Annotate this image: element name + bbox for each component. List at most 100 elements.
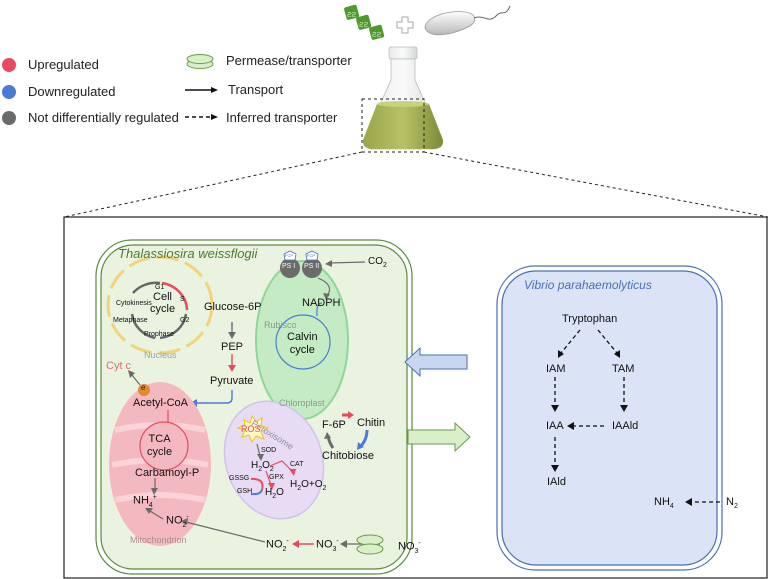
f-6p: F-6P — [322, 419, 346, 431]
chloroplast-label: Chloroplast — [279, 398, 325, 408]
carbamoyl-p: Carbamoyl-P — [135, 467, 200, 479]
legend-upregulated: Upregulated — [28, 57, 99, 72]
mitochondrion-label: Mitochondrion — [130, 535, 187, 545]
ros-burst-icon — [236, 414, 270, 444]
co2-external: CO2 — [368, 256, 387, 269]
chitin: Chitin — [357, 417, 386, 429]
tca-cycle: TCA cycle — [147, 433, 172, 459]
detail-frame — [63, 216, 768, 579]
vibrio-name: Vibrio parahaemolyticus — [524, 278, 652, 292]
vibrio-cell — [496, 265, 723, 571]
tca-line2: cycle — [147, 446, 173, 458]
pep: PEP — [221, 341, 244, 353]
ps1-label: PS I — [282, 263, 296, 270]
pyruvate: Pyruvate — [210, 375, 254, 387]
gsh: GSH — [237, 488, 253, 495]
co2-subscript: 2 — [383, 262, 387, 269]
nadph: NADPH — [302, 297, 341, 309]
upregulated-dot-icon — [2, 58, 16, 72]
glucose-6p: Glucose-6P — [204, 301, 262, 313]
cat: CAT — [290, 461, 304, 468]
calvin-cycle: Calvin cycle — [287, 331, 318, 357]
legend-symbols — [185, 54, 218, 120]
h2o: H2O — [265, 487, 284, 500]
phase-s: S — [180, 296, 185, 303]
cell-cycle-line2: cycle — [150, 303, 176, 315]
svg-text:ϩϩ: ϩϩ — [359, 22, 369, 29]
dashed-arrow-icon — [185, 114, 218, 120]
tryptophan: Tryptophan — [562, 313, 618, 325]
phase-g1: G1 — [155, 284, 165, 291]
diatom-cells-icon: ϩϩ ϩϩ ϩϩ — [344, 4, 385, 40]
nh4-vibrio: NH4 — [654, 496, 674, 511]
exchange-arrow-to-diatom-icon — [404, 346, 468, 378]
n2-vibrio: N2 — [726, 496, 738, 511]
transporter-icon — [356, 534, 384, 555]
rubisco: Rubisco — [264, 320, 297, 330]
ps2-label: PS II — [304, 263, 320, 270]
nh4-vibrio-text: NH — [654, 496, 670, 508]
legend-not-regulated: Not differentially regulated — [28, 110, 179, 125]
fcp-label-1: FCP — [285, 253, 293, 258]
tam: TAM — [612, 363, 635, 375]
ps1-icon — [280, 258, 300, 278]
fcp-label-2: FCP — [307, 253, 315, 258]
nucleus — [106, 255, 214, 355]
no2-sup: - — [186, 514, 189, 521]
no2-cytosol: NO2- — [266, 538, 289, 553]
calvin-line1: Calvin — [287, 331, 318, 343]
no2-mito: NO2- — [166, 514, 189, 529]
solid-arrow-icon — [185, 87, 218, 93]
bacterium-icon — [424, 5, 511, 36]
fcp-icon — [305, 250, 319, 261]
h2o2-text: H — [251, 460, 259, 471]
no3-external-text: NO — [398, 540, 415, 553]
svg-text:ϩϩ: ϩϩ — [372, 32, 382, 39]
nh4-mito: NH4+ — [133, 494, 157, 509]
mitochondrion — [109, 370, 211, 546]
plus-icon — [396, 16, 414, 34]
downregulated-dot-icon — [2, 85, 16, 99]
flask-icon — [362, 46, 444, 150]
nucleus-label: Nucleus — [144, 350, 177, 360]
calvin-line2: cycle — [289, 344, 315, 356]
legend-permease: Permease/transporter — [226, 53, 352, 68]
sod: SOD — [261, 447, 277, 454]
no2-sub: 2 — [182, 521, 187, 529]
phase-prophase: Prophase — [144, 331, 174, 338]
no3-external: NO3- — [398, 540, 421, 555]
cell-cycle-label: Cell cycle — [150, 291, 175, 315]
iaa: IAA — [546, 420, 564, 432]
phase-cytokinesis: Cytokinesis — [116, 300, 152, 307]
nh4-sup: + — [152, 494, 157, 501]
legend-transport: Transport — [228, 82, 284, 97]
cyt-c: Cyt c — [106, 360, 132, 372]
gssg: GSSG — [229, 475, 250, 482]
vibrio-pathway-arrows — [554, 329, 720, 503]
fcp-icon — [283, 250, 297, 261]
chitobiose: Chitobiose — [322, 450, 374, 462]
vibrio-arrowheads — [551, 350, 692, 506]
peroxisome — [223, 400, 325, 520]
electron-label: e — [141, 383, 146, 392]
svg-text:ϩϩ: ϩϩ — [347, 12, 357, 19]
chloroplast — [255, 250, 366, 420]
tca-line1: TCA — [148, 433, 171, 445]
co2-text: CO — [368, 256, 383, 267]
h2o-o2: H2O+O2 — [290, 479, 327, 492]
exchange-arrow-to-vibrio-icon — [407, 421, 471, 453]
phase-g2: G2 — [180, 317, 190, 324]
cell-cycle-line1: Cell — [153, 291, 172, 303]
iald: IAld — [547, 476, 566, 488]
legend-downregulated: Downregulated — [28, 84, 116, 99]
h2o2: H2O2 — [251, 460, 274, 473]
h2o-o2-text: H — [290, 479, 298, 490]
ps2-icon — [302, 258, 322, 278]
transporter-icon — [186, 54, 214, 69]
nh4-text: NH — [133, 494, 149, 507]
gpx: GPX — [269, 474, 284, 481]
no3-cytosol: NO3- — [316, 538, 339, 553]
ros: ROS — [241, 424, 261, 434]
h2o-text: H — [265, 487, 273, 498]
